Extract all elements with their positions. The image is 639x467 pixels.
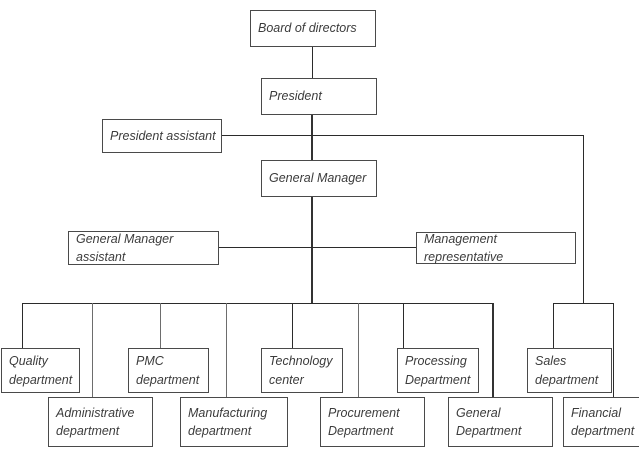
connector-president-to-general-manager xyxy=(311,114,313,160)
connector-drop-general-department xyxy=(492,303,494,397)
node-financial-department[interactable]: Financial department xyxy=(563,397,639,447)
connector-sales-financial-bus xyxy=(553,303,614,304)
node-general-manager[interactable]: General Manager xyxy=(261,160,377,197)
node-label-procurement-department: Procurement Department xyxy=(328,405,400,438)
connector-drop-pmc xyxy=(160,303,161,348)
connector-gm-assistant-horizontal xyxy=(218,247,312,248)
node-label-sales-department: Sales department xyxy=(535,354,599,387)
node-label-president-assistant: President assistant xyxy=(110,128,216,143)
node-general-manager-assistant[interactable]: General Manager assistant xyxy=(68,231,219,265)
node-sales-department[interactable]: Sales department xyxy=(527,348,612,393)
node-label-quality-department: Quality department xyxy=(9,354,73,387)
connector-department-bus xyxy=(22,303,403,304)
node-quality-department[interactable]: Quality department xyxy=(1,348,80,393)
node-label-manufacturing-department: Manufacturing department xyxy=(188,405,268,438)
node-pmc-department[interactable]: PMC department xyxy=(128,348,209,393)
node-procurement-department[interactable]: Procurement Department xyxy=(320,397,425,447)
connector-bus-extension-general-department xyxy=(403,303,493,304)
connector-drop-procurement xyxy=(358,303,359,397)
node-processing-department[interactable]: Processing Department xyxy=(397,348,479,393)
node-general-department[interactable]: General Department xyxy=(448,397,553,447)
node-label-financial-department: Financial department xyxy=(571,405,635,438)
node-label-general-department: General Department xyxy=(456,405,522,438)
connector-drop-processing xyxy=(403,303,404,348)
node-technology-center[interactable]: Technology center xyxy=(261,348,343,393)
connector-board-to-president xyxy=(312,46,313,78)
node-administrative-department[interactable]: Administrative department xyxy=(48,397,153,447)
connector-president-assistant-drop xyxy=(583,135,584,303)
node-label-board-of-directors: Board of directors xyxy=(258,21,357,36)
node-label-president: President xyxy=(269,89,322,104)
node-label-processing-department: Processing Department xyxy=(405,354,471,387)
node-label-general-manager: General Manager xyxy=(269,171,367,186)
connector-president-assistant-horizontal xyxy=(221,135,584,136)
node-label-administrative-department: Administrative department xyxy=(56,405,135,438)
connector-drop-financial xyxy=(613,303,614,397)
connector-drop-quality xyxy=(22,303,23,348)
node-label-technology-center: Technology center xyxy=(269,354,333,387)
node-label-management-representative: Management representative xyxy=(424,231,504,264)
node-president[interactable]: President xyxy=(261,78,377,115)
connector-drop-manufacturing xyxy=(226,303,227,397)
connector-management-rep-horizontal xyxy=(312,247,416,248)
node-management-representative[interactable]: Management representative xyxy=(416,232,576,264)
node-president-assistant[interactable]: President assistant xyxy=(102,119,222,153)
connector-drop-sales xyxy=(553,303,554,348)
connector-drop-administrative xyxy=(92,303,93,397)
node-label-pmc-department: PMC department xyxy=(136,354,200,387)
node-board-of-directors[interactable]: Board of directors xyxy=(250,10,376,47)
node-label-general-manager-assistant: General Manager assistant xyxy=(76,231,174,264)
connector-general-manager-stem xyxy=(311,196,313,303)
node-manufacturing-department[interactable]: Manufacturing department xyxy=(180,397,288,447)
connector-drop-technology xyxy=(292,303,293,348)
